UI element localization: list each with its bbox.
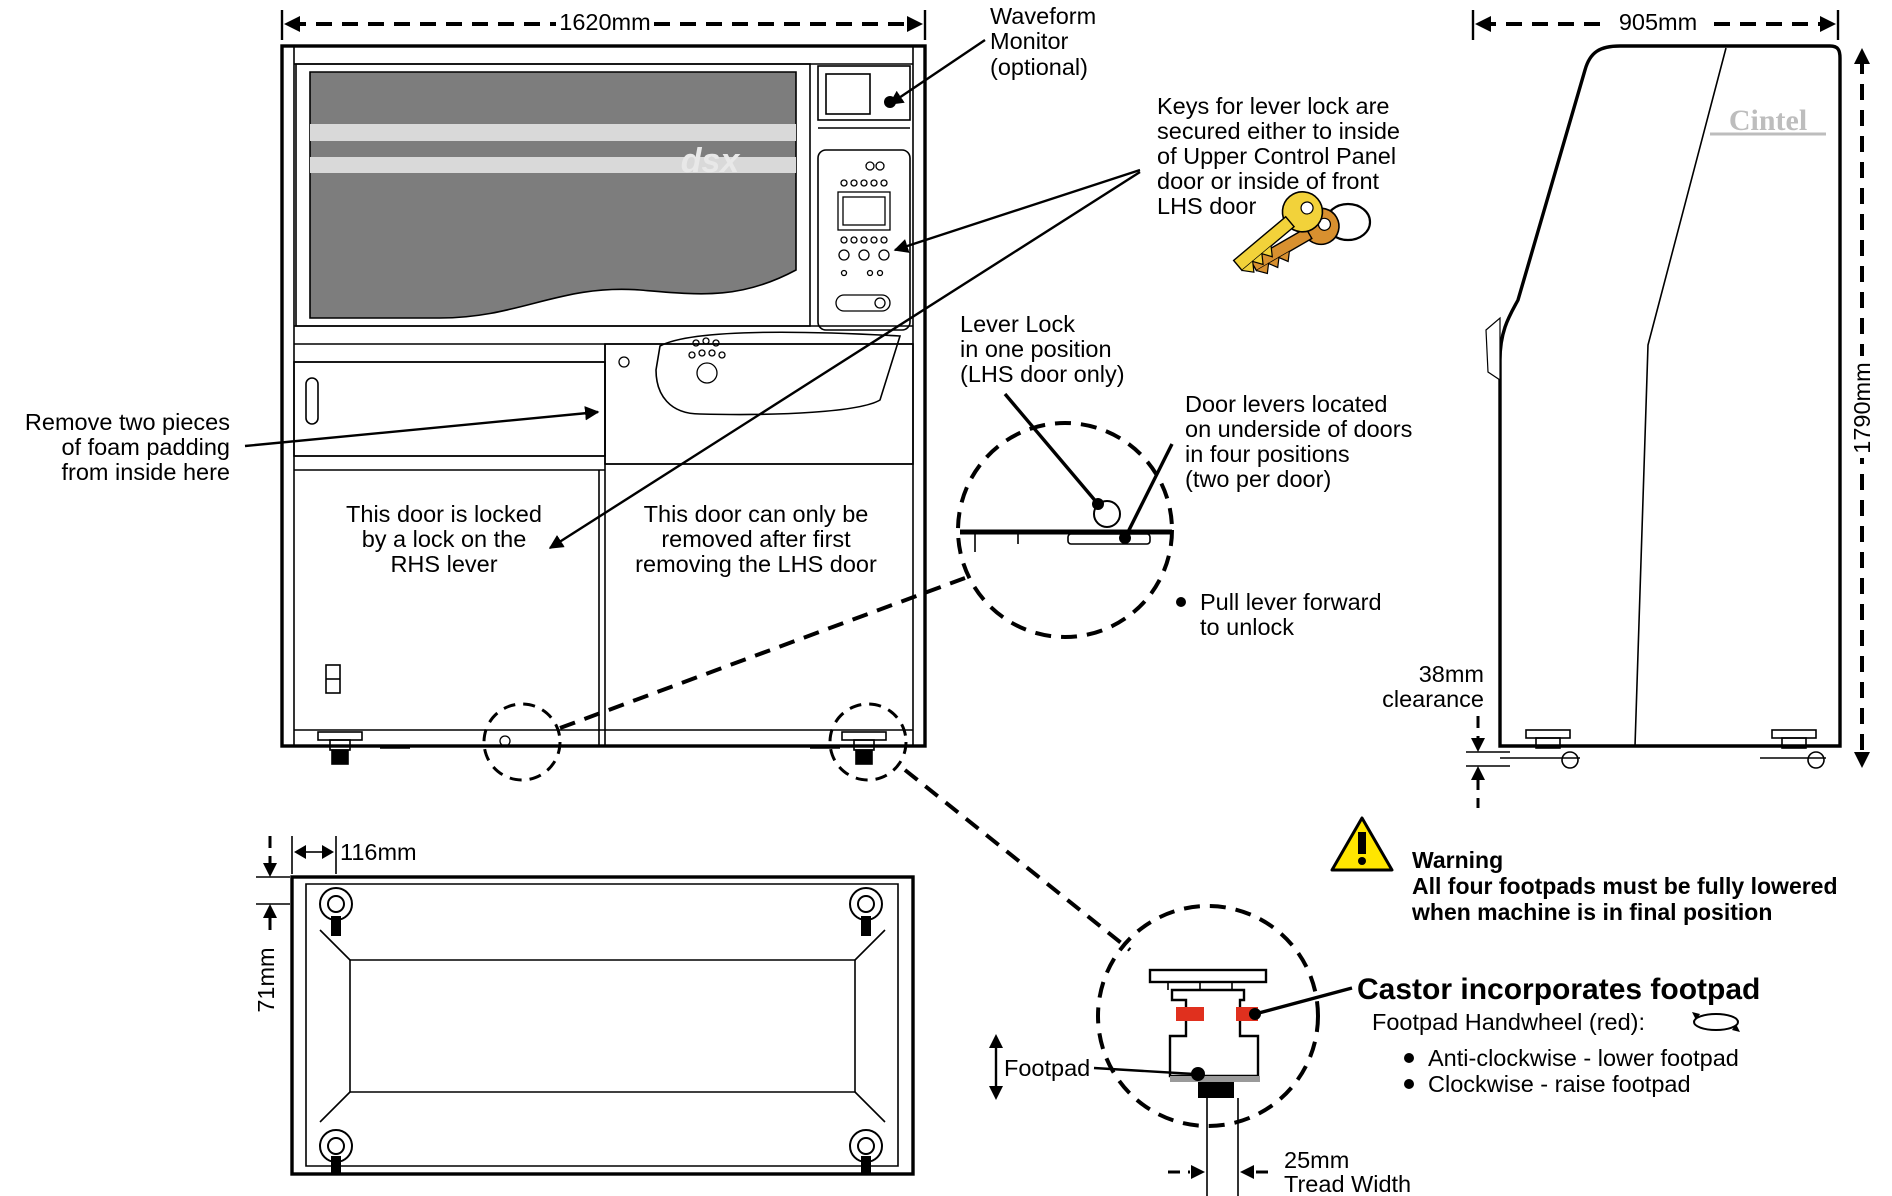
handwheel-label: Footpad Handwheel (red):: [1372, 1009, 1645, 1035]
lever-lock-detail: Lever Lock in one position (LHS door onl…: [956, 311, 1412, 640]
door-levers-label: Door levers located on underside of door…: [1185, 391, 1412, 492]
pull-lever-label: Pull lever forward to unlock: [1200, 589, 1382, 640]
side-view: 905mm Cintel 1790mm 38mm clearance: [1382, 8, 1876, 808]
svg-text:38mm: 38mm: [1419, 661, 1484, 687]
bullet-icon: [1404, 1079, 1414, 1089]
bullet-icon: [1176, 597, 1186, 607]
svg-text:of Upper Control Panel: of Upper Control Panel: [1157, 143, 1396, 169]
castor-detail-marker: [828, 702, 908, 782]
castor-detail: Footpad 25mm Tread Width Castor incorpor…: [989, 904, 1760, 1196]
dsx-logo: dsx: [681, 142, 742, 180]
lhs-door-note: This door is locked by a lock on the RHS…: [346, 501, 542, 577]
svg-text:secured either to inside: secured either to inside: [1157, 118, 1400, 144]
footpad-label: Footpad: [1004, 1055, 1090, 1081]
upper-left-panel: [293, 361, 606, 457]
base-view: 116mm 71mm: [253, 836, 915, 1176]
svg-text:(LHS door only): (LHS door only): [960, 361, 1125, 387]
side-cabinet-outline: [1498, 44, 1842, 748]
svg-text:of foam padding: of foam padding: [61, 434, 230, 460]
svg-text:Remove two pieces: Remove two pieces: [25, 409, 230, 435]
warning-title: Warning: [1412, 847, 1503, 873]
handwheel-red: [1176, 1007, 1204, 1021]
castor-top-plate: [1148, 968, 1268, 984]
display-window: [309, 71, 797, 319]
castor-title: Castor incorporates footpad: [1357, 973, 1760, 1006]
rhs-door-note: This door can only be removed after firs…: [635, 501, 877, 577]
foam-padding-note: Remove two pieces of foam padding from i…: [25, 409, 230, 485]
castor-bullet-1: Anti-clockwise - lower footpad: [1428, 1045, 1739, 1071]
svg-text:This door can only be: This door can only be: [644, 501, 869, 527]
svg-text:removing the LHS door: removing the LHS door: [635, 551, 877, 577]
svg-text:in four positions: in four positions: [1185, 441, 1350, 467]
svg-text:door or inside of front: door or inside of front: [1157, 168, 1380, 194]
cintel-logo: Cintel: [1729, 104, 1807, 137]
tread-width-label: Tread Width: [1284, 1171, 1411, 1196]
svg-text:LHS door: LHS door: [1157, 193, 1256, 219]
castor-body: [1168, 988, 1260, 1078]
svg-text:Waveform: Waveform: [990, 3, 1096, 29]
cabinet-outline: [280, 44, 927, 748]
tread-dimension-label: 25mm: [1284, 1147, 1349, 1173]
front-view: 1620mm dsx: [25, 3, 1400, 952]
track-ball-housing: [655, 331, 902, 416]
svg-text:Door levers located: Door levers located: [1185, 391, 1387, 417]
clearance-label: 38mm clearance: [1382, 661, 1484, 712]
svg-text:in one position: in one position: [960, 336, 1112, 362]
warning-line-2: when machine is in final position: [1411, 899, 1772, 925]
svg-text:RHS lever: RHS lever: [390, 551, 497, 577]
svg-text:by a lock on the: by a lock on the: [362, 526, 527, 552]
rotate-arrows-icon: [1692, 1012, 1740, 1032]
keys-note: Keys for lever lock are secured either t…: [1157, 93, 1400, 219]
warning-line-1: All four footpads must be fully lowered: [1412, 873, 1838, 899]
base-outline: [290, 875, 915, 1176]
base-castors: [319, 887, 883, 1174]
side-feet: [1500, 729, 1826, 769]
svg-text:Lever Lock: Lever Lock: [960, 311, 1075, 337]
height-dimension-label: 1790mm: [1849, 362, 1875, 453]
front-feet: [317, 731, 887, 765]
svg-text:from inside here: from inside here: [62, 459, 231, 485]
keys-icon: [1232, 191, 1372, 275]
svg-text:to unlock: to unlock: [1200, 614, 1294, 640]
castor-bullet-2: Clockwise - raise footpad: [1428, 1071, 1691, 1097]
svg-text:Pull lever forward: Pull lever forward: [1200, 589, 1382, 615]
upper-control-panel: [817, 149, 911, 331]
lever-lock-label: Lever Lock in one position (LHS door onl…: [960, 311, 1125, 387]
waveform-monitor-label: Waveform Monitor (optional): [990, 3, 1096, 80]
width-dimension-label: 1620mm: [559, 9, 650, 35]
depth-dimension-label: 905mm: [1619, 9, 1697, 35]
svg-text:clearance: clearance: [1382, 686, 1484, 712]
bullet-icon: [1404, 1053, 1414, 1063]
svg-text:Keys for lever lock are: Keys for lever lock are: [1157, 93, 1389, 119]
svg-text:(two per door): (two per door): [1185, 466, 1331, 492]
footpad-shape: [1198, 1082, 1234, 1098]
base-offset-x-label: 116mm: [340, 839, 417, 865]
svg-text:This door is locked: This door is locked: [346, 501, 542, 527]
warning-block: Warning All four footpads must be fully …: [1330, 816, 1838, 925]
svg-text:Monitor: Monitor: [990, 28, 1069, 54]
svg-text:removed after first: removed after first: [661, 526, 851, 552]
svg-text:(optional): (optional): [990, 54, 1088, 80]
base-offset-y-label: 71mm: [253, 947, 279, 1012]
waveform-monitor: [817, 65, 911, 121]
svg-text:on underside of doors: on underside of doors: [1185, 416, 1412, 442]
lever-detail-marker: [482, 702, 562, 782]
